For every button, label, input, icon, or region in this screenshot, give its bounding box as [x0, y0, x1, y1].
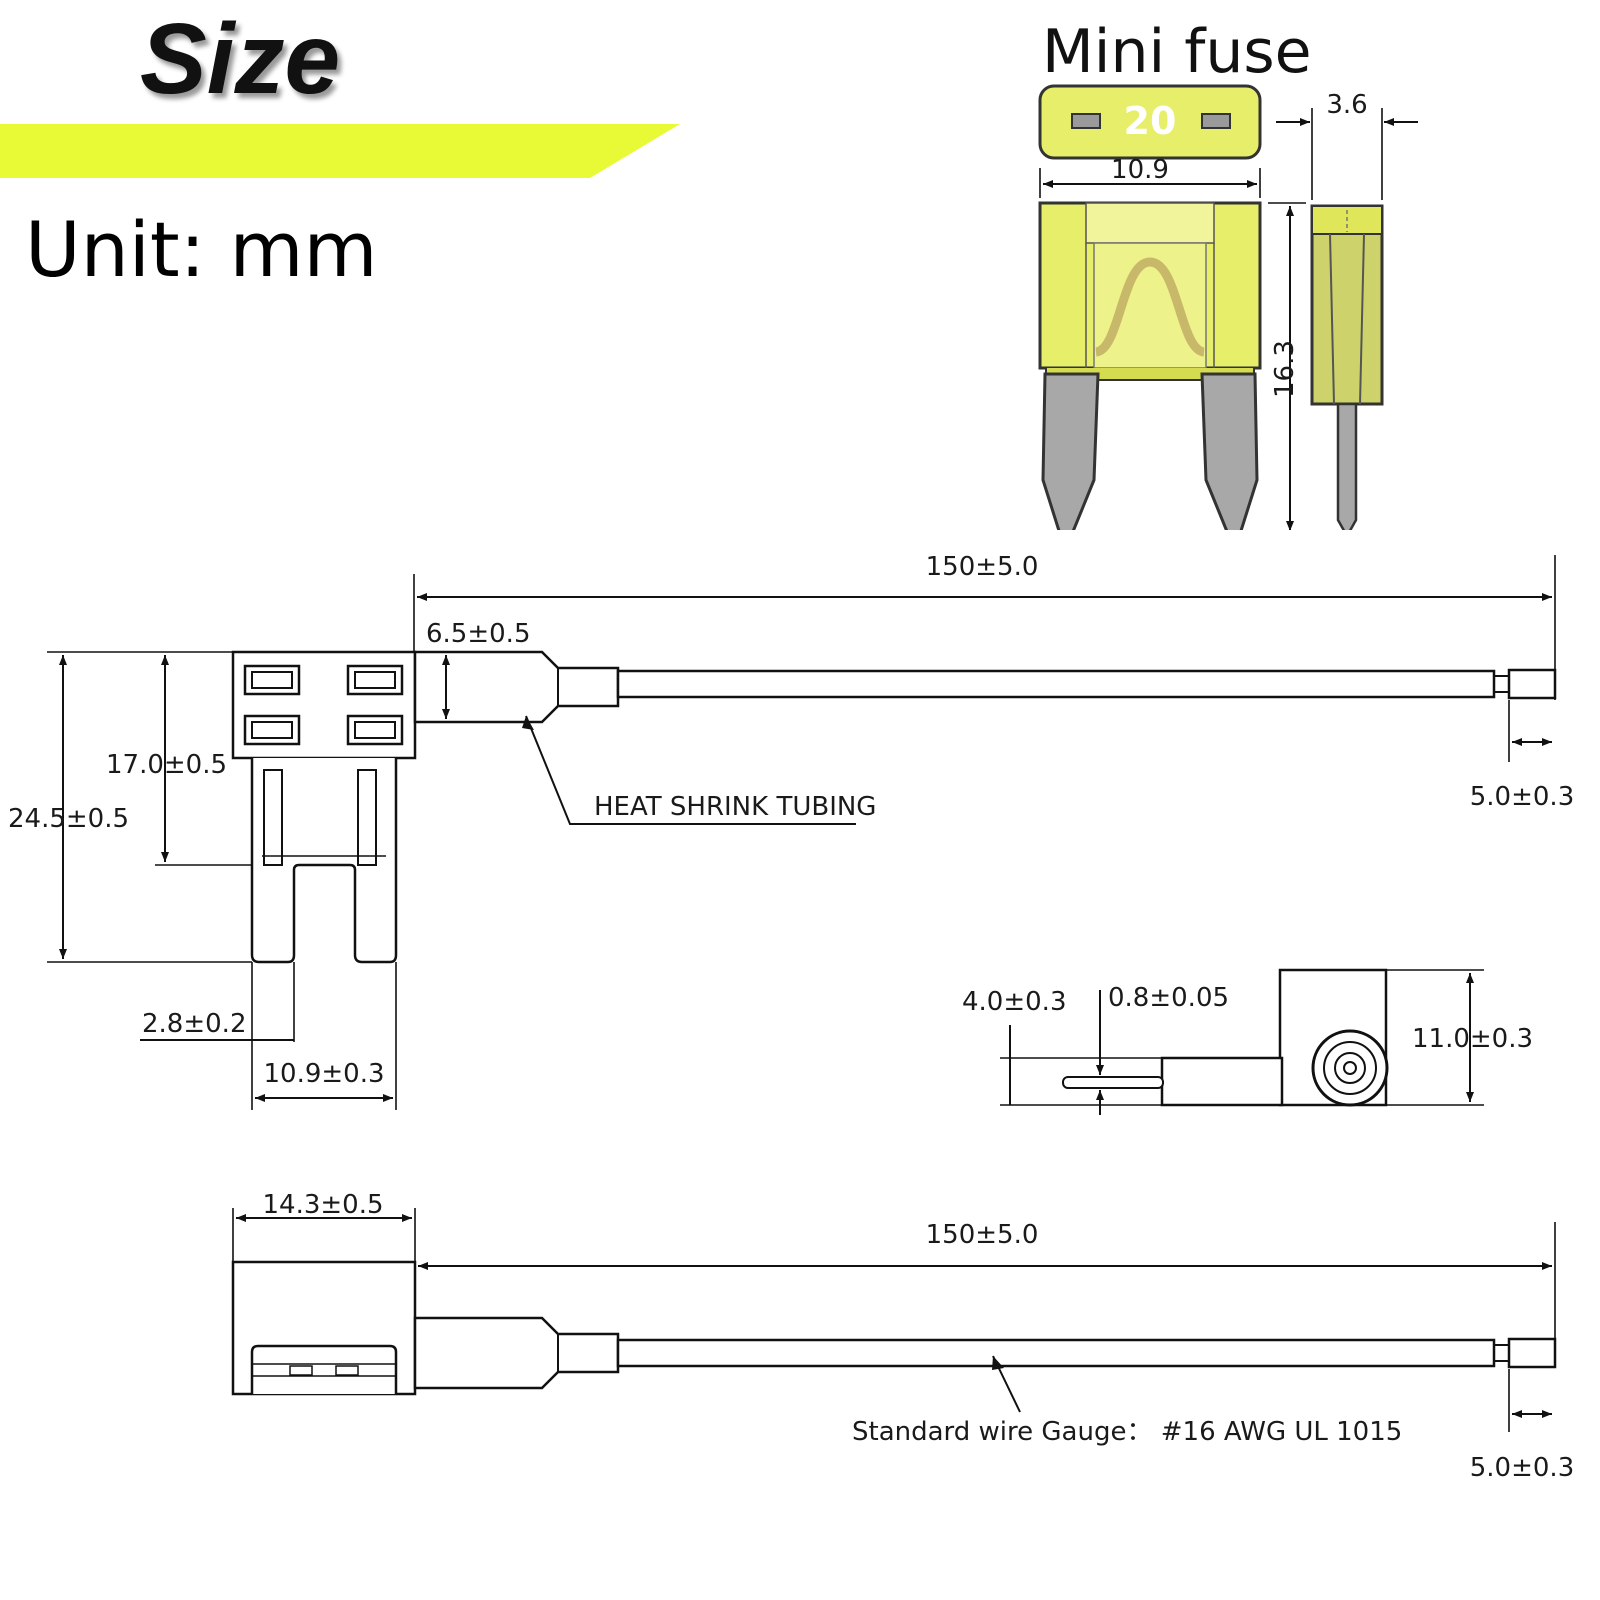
bottom-view-drawing: 14.3±0.5 150±5.0 Standard wire Gauge： #1… — [231, 1190, 1574, 1483]
fuse-height-label: 16.3 — [1270, 340, 1300, 398]
tubing-dim-label: 6.5±0.5 — [426, 619, 530, 649]
unit-label: Unit: mm — [25, 205, 378, 294]
pin-thickness-label: 0.8±0.05 — [1108, 983, 1229, 1013]
blade-span-label: 10.9±0.3 — [263, 1059, 384, 1089]
fuse-top-slot-left — [1071, 113, 1101, 129]
top-terminal — [1507, 668, 1557, 700]
fuse-top-body — [1038, 84, 1262, 160]
mini-fuse-drawing: Mini fuse 20 10.9 16.3 — [1038, 17, 1418, 539]
bottom-blade-clip — [250, 1344, 398, 1394]
side-height-label: 11.0±0.3 — [1412, 1024, 1533, 1054]
tubing-leader — [525, 715, 856, 825]
bottom-body-width-label: 14.3±0.5 — [262, 1190, 383, 1220]
top-terminal-label: 5.0±0.3 — [1470, 782, 1574, 812]
blade-width-label: 2.8±0.2 — [142, 1009, 246, 1039]
bottom-terminal-label: 5.0±0.3 — [1470, 1453, 1574, 1483]
fuse-rating: 20 — [1124, 99, 1177, 143]
fuse-element — [1094, 257, 1206, 357]
height-upper-label: 17.0±0.5 — [106, 750, 227, 780]
top-view-drawing: 150±5.0 6.5±0.5 17.0±0.5 — [8, 552, 1574, 1110]
fuse-blade-right — [1200, 372, 1259, 536]
bottom-heat-shrink — [413, 1316, 620, 1390]
accent-stripe — [0, 124, 680, 178]
fuse-top-slot-right — [1201, 113, 1231, 129]
fuse-thickness-label: 3.6 — [1326, 90, 1367, 120]
side-stem — [1160, 1056, 1284, 1107]
bottom-wire-length-label: 150±5.0 — [926, 1220, 1039, 1250]
fuse-width-label: 10.9 — [1111, 155, 1169, 185]
page-title: Size — [140, 3, 341, 115]
top-wire — [616, 669, 1496, 699]
fuse-side-body — [1310, 204, 1384, 406]
tubing-label: HEAT SHRINK TUBING — [594, 792, 876, 822]
wire-gauge-label: Standard wire Gauge： #16 AWG UL 1015 — [852, 1417, 1402, 1447]
mini-fuse-title: Mini fuse — [1042, 17, 1312, 87]
fuse-blade-left — [1041, 372, 1100, 536]
fuse-side-blade — [1336, 402, 1358, 539]
pin-height-label: 4.0±0.3 — [962, 987, 1066, 1017]
side-view-drawing: 11.0±0.3 4.0±0.3 0.8±0.05 — [962, 968, 1533, 1115]
height-total-label: 24.5±0.5 — [8, 804, 129, 834]
bottom-terminal — [1507, 1337, 1557, 1369]
bottom-wire — [616, 1338, 1496, 1368]
side-pin — [1062, 1076, 1164, 1089]
top-wire-length-label: 150±5.0 — [926, 552, 1039, 582]
